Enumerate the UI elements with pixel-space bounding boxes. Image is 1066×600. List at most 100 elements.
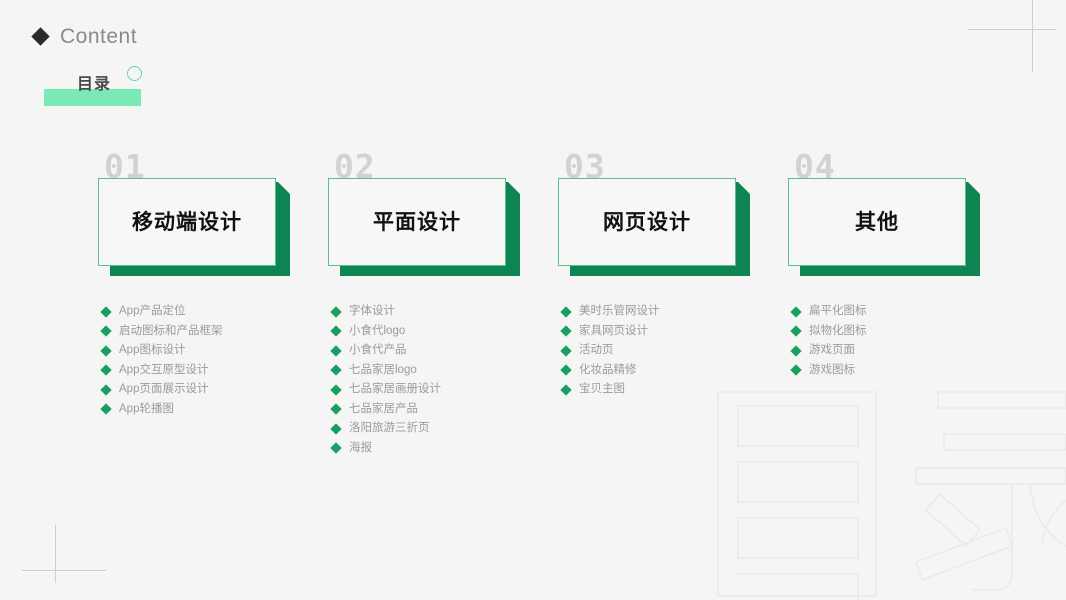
cards-row: 01 移动端设计 App产品定位 启动图标和产品框架 App图标设计: [0, 150, 1066, 580]
card-04[interactable]: 04 其他: [788, 147, 980, 276]
list-item[interactable]: App图标设计: [100, 341, 328, 361]
diamond-bullet-icon: [100, 306, 112, 318]
diamond-bullet-icon: [790, 364, 802, 376]
content-column-04: 04 其他 扁平化图标 拟物化图标 游戏页面: [788, 147, 1018, 376]
diamond-bullet-icon: [560, 345, 572, 357]
list-item-label: 七品家居画册设计: [349, 383, 441, 395]
list-item[interactable]: 启动图标和产品框架: [100, 322, 328, 342]
list-item[interactable]: 美时乐管网设计: [560, 302, 788, 322]
list-item-label: 拟物化图标: [809, 324, 867, 337]
card-title: 移动端设计: [132, 210, 242, 234]
diamond-bullet-icon: [100, 364, 112, 376]
diamond-bullet-icon: [330, 325, 342, 337]
list-item[interactable]: 活动页: [560, 341, 788, 361]
diamond-icon: [31, 27, 50, 46]
diamond-bullet-icon: [100, 384, 112, 396]
list-item[interactable]: 扁平化图标: [790, 302, 1018, 322]
list-item[interactable]: 小食代产品: [330, 341, 558, 361]
card-panel: 平面设计: [328, 178, 506, 266]
list-item-label: App轮播图: [119, 402, 174, 415]
card-title: 网页设计: [603, 210, 691, 234]
diamond-bullet-icon: [330, 442, 342, 454]
diamond-bullet-icon: [560, 364, 572, 376]
list-item[interactable]: 游戏页面: [790, 341, 1018, 361]
card-title: 平面设计: [373, 210, 461, 234]
card-01-list: App产品定位 启动图标和产品框架 App图标设计 App交互原型设计 App页…: [100, 302, 328, 420]
card-title: 其他: [855, 210, 899, 234]
content-column-02: 02 平面设计 字体设计 小食代logo 小食代产品: [328, 150, 558, 454]
diamond-bullet-icon: [560, 384, 572, 396]
subtitle-group: 目录: [44, 72, 174, 106]
card-number: 01: [104, 147, 146, 186]
card-02-list: 字体设计 小食代logo 小食代产品 七品家居logo 七品家居画册设计: [330, 302, 558, 459]
diamond-bullet-icon: [330, 306, 342, 318]
page-header: Content: [31, 25, 138, 48]
list-item[interactable]: 洛阳旅游三折页: [330, 419, 558, 439]
diamond-bullet-icon: [560, 306, 572, 318]
card-03[interactable]: 03 网页设计: [558, 147, 750, 276]
diamond-bullet-icon: [790, 345, 802, 357]
content-column-03: 03 网页设计 美时乐管网设计 家具网页设计 活动页: [558, 147, 788, 396]
diamond-bullet-icon: [100, 325, 112, 337]
list-item[interactable]: 七品家居产品: [330, 400, 558, 420]
diamond-bullet-icon: [790, 325, 802, 337]
list-item-label: 活动页: [579, 344, 614, 356]
list-item-label: App图标设计: [119, 344, 186, 356]
list-item-label: 启动图标和产品框架: [119, 324, 223, 337]
card-number: 04: [794, 147, 836, 186]
list-item-label: App页面展示设计: [119, 383, 209, 395]
card-01[interactable]: 01 移动端设计: [98, 147, 290, 276]
circle-outline-icon: [127, 66, 142, 81]
crosshair-icon-top-right: [968, 0, 1066, 76]
list-item-label: 游戏图标: [809, 363, 855, 376]
list-item-label: 扁平化图标: [809, 305, 867, 317]
list-item[interactable]: 宝贝主图: [560, 380, 788, 400]
card-panel: 网页设计: [558, 178, 736, 266]
list-item-label: 美时乐管网设计: [579, 305, 660, 317]
diamond-bullet-icon: [330, 364, 342, 376]
diamond-bullet-icon: [330, 345, 342, 357]
diamond-bullet-icon: [560, 325, 572, 337]
card-03-list: 美时乐管网设计 家具网页设计 活动页 化妆品精修 宝贝主图: [560, 302, 788, 400]
list-item[interactable]: 拟物化图标: [790, 322, 1018, 342]
card-number: 03: [564, 147, 606, 186]
list-item[interactable]: 七品家居logo: [330, 361, 558, 381]
card-02[interactable]: 02 平面设计: [328, 150, 520, 276]
card-panel: 其他: [788, 178, 966, 266]
page-title: Content: [60, 25, 138, 48]
diamond-bullet-icon: [100, 403, 112, 415]
list-item[interactable]: 游戏图标: [790, 361, 1018, 381]
list-item-label: 七品家居产品: [349, 402, 418, 415]
list-item[interactable]: 字体设计: [330, 302, 558, 322]
card-04-list: 扁平化图标 拟物化图标 游戏页面 游戏图标: [790, 302, 1018, 381]
list-item[interactable]: App交互原型设计: [100, 361, 328, 381]
list-item[interactable]: App轮播图: [100, 400, 328, 420]
list-item-label: 七品家居logo: [349, 363, 417, 376]
diamond-bullet-icon: [330, 423, 342, 435]
list-item[interactable]: 小食代logo: [330, 322, 558, 342]
content-column-01: 01 移动端设计 App产品定位 启动图标和产品框架 App图标设计: [98, 147, 328, 415]
list-item[interactable]: 家具网页设计: [560, 322, 788, 342]
list-item-label: 洛阳旅游三折页: [349, 422, 430, 434]
crosshair-icon-bottom-left: [22, 513, 118, 593]
list-item-label: App交互原型设计: [119, 363, 209, 376]
list-item[interactable]: 七品家居画册设计: [330, 380, 558, 400]
list-item[interactable]: App页面展示设计: [100, 380, 328, 400]
list-item-label: 化妆品精修: [579, 363, 637, 376]
diamond-bullet-icon: [330, 384, 342, 396]
list-item-label: 小食代logo: [349, 324, 406, 337]
list-item-label: 海报: [349, 441, 372, 454]
list-item-label: 小食代产品: [349, 344, 407, 356]
list-item[interactable]: App产品定位: [100, 302, 328, 322]
list-item-label: 字体设计: [349, 305, 395, 317]
subtitle-highlight-bar: [44, 89, 141, 106]
subtitle-label: 目录: [77, 76, 112, 93]
list-item-label: App产品定位: [119, 305, 186, 317]
list-item[interactable]: 化妆品精修: [560, 361, 788, 381]
diamond-bullet-icon: [100, 345, 112, 357]
list-item-label: 宝贝主图: [579, 383, 625, 395]
list-item-label: 家具网页设计: [579, 324, 648, 337]
list-item[interactable]: 海报: [330, 439, 558, 459]
list-item-label: 游戏页面: [809, 344, 855, 356]
